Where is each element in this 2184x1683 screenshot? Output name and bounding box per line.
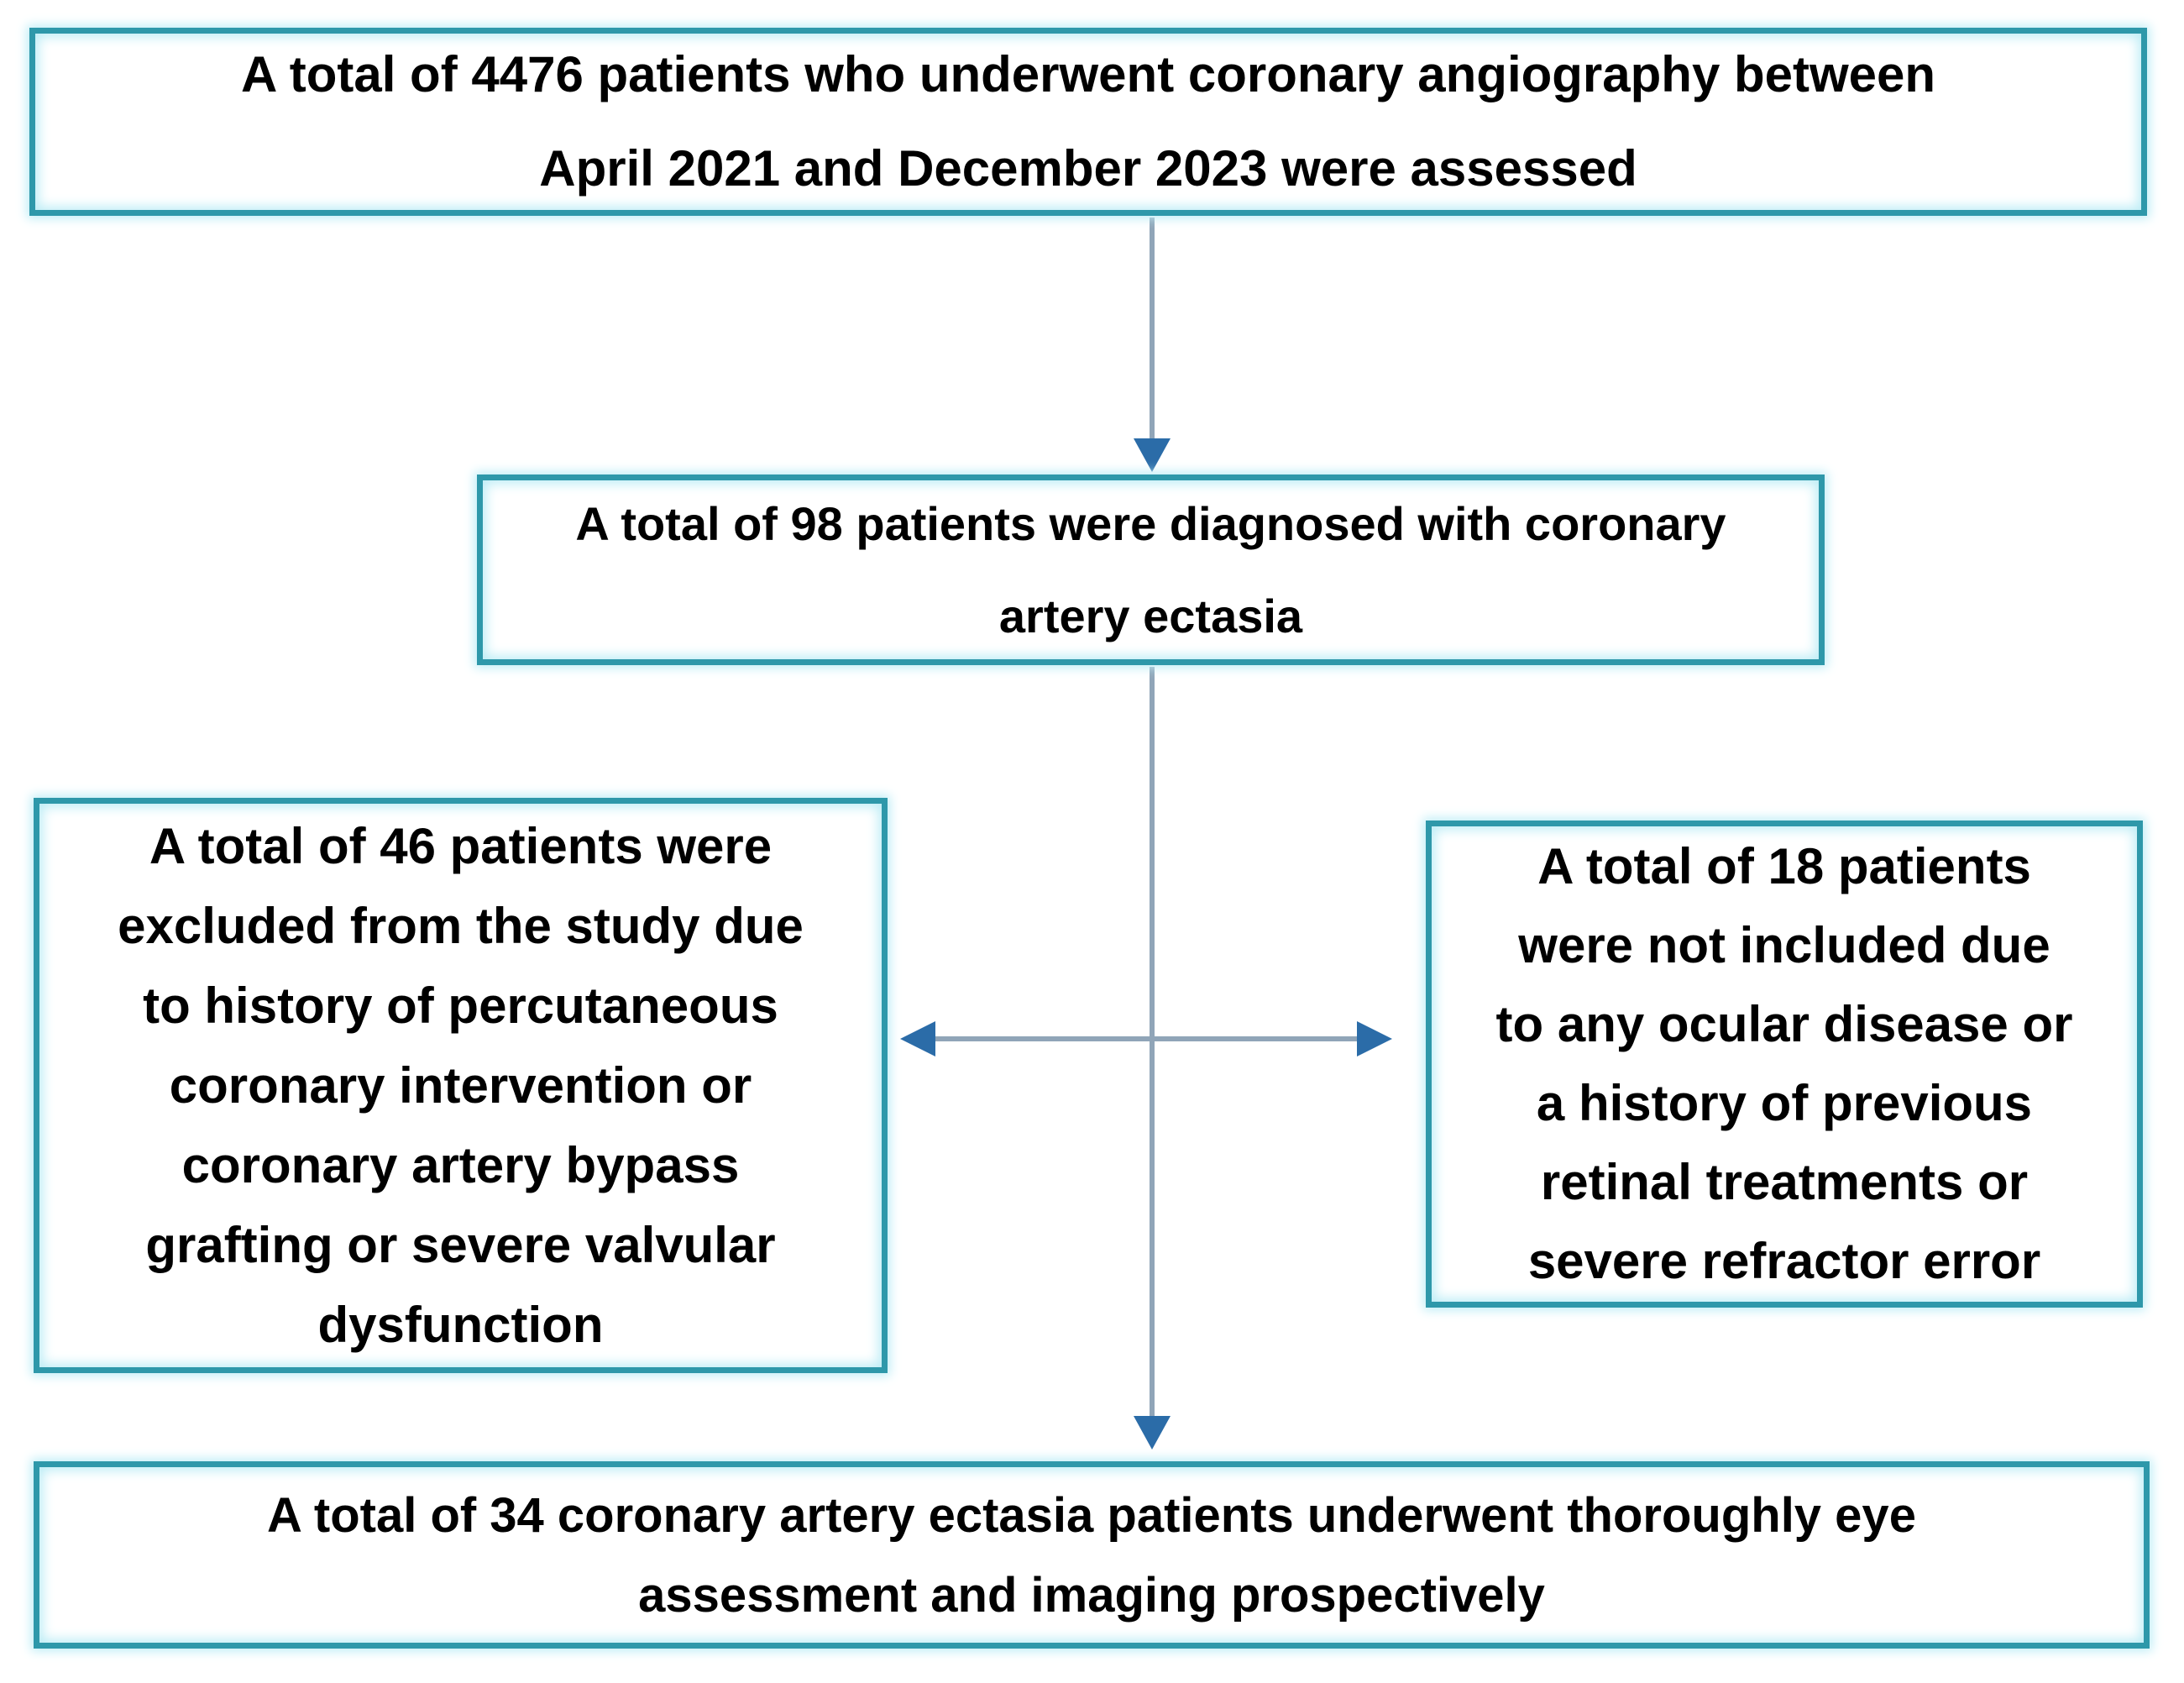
box-patients-assessed: A total of 4476 patients who underwent c…: [29, 28, 2147, 216]
arrow-down-icon: [1134, 1416, 1171, 1450]
box-patients-excluded: A total of 46 patients were excluded fro…: [34, 798, 888, 1373]
arrow-left-icon: [900, 1021, 935, 1056]
arrow-down-icon: [1134, 438, 1171, 472]
box-patients-diagnosed: A total of 98 patients were diagnosed wi…: [477, 474, 1825, 665]
box-patients-excluded-text: A total of 46 patients were excluded fro…: [118, 818, 804, 1353]
arrow-right-icon: [1357, 1021, 1392, 1056]
box-patients-not-included: A total of 18 patients were not included…: [1426, 821, 2143, 1308]
box-patients-final-text: A total of 34 coronary artery ectasia pa…: [267, 1487, 1916, 1623]
box-patients-not-included-text: A total of 18 patients were not included…: [1495, 838, 2073, 1289]
box-patients-final: A total of 34 coronary artery ectasia pa…: [34, 1461, 2150, 1649]
box-patients-diagnosed-text: A total of 98 patients were diagnosed wi…: [575, 496, 1726, 642]
box-patients-assessed-text: A total of 4476 patients who underwent c…: [240, 46, 1936, 197]
